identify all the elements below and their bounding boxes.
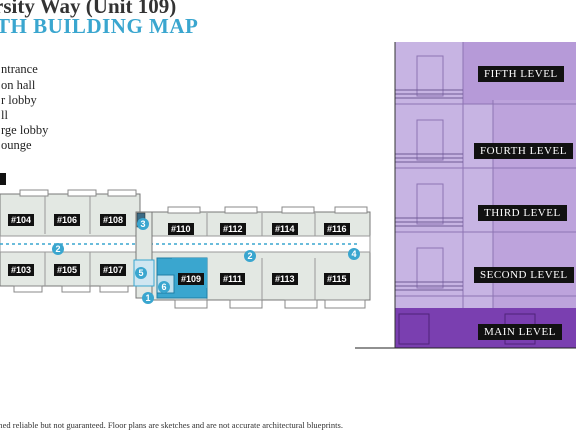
unit-label-highlighted: #109 [178, 273, 205, 285]
balconies-top [19, 189, 368, 214]
marker-lobby: 3 [137, 218, 149, 230]
level-label-third: THIRD LEVEL [478, 205, 567, 221]
legend-item: ll [1, 108, 8, 122]
unit-label: #114 [272, 223, 298, 235]
page-subtitle: TH BUILDING MAP [0, 14, 199, 38]
level-label-fourth: FOURTH LEVEL [474, 143, 573, 159]
legend-item: rge lobby [1, 123, 49, 137]
unit-label: #116 [324, 223, 350, 235]
level-label-fifth: FIFTH LEVEL [478, 66, 564, 82]
corridor [0, 235, 371, 253]
unit-label: #111 [220, 273, 246, 285]
disclaimer: med reliable but not guaranteed. Floor p… [0, 420, 343, 430]
unit-label: #107 [100, 264, 127, 276]
legend-item: ntrance [1, 62, 38, 76]
unit-label: #105 [54, 264, 81, 276]
marker-entrance: 1 [142, 292, 154, 304]
level-label-second: SECOND LEVEL [474, 267, 574, 283]
marker-hall: 2 [52, 243, 64, 255]
unit-label: #106 [54, 214, 81, 226]
marker-lounge: 6 [158, 281, 170, 293]
unit-label: #108 [100, 214, 127, 226]
plan-marker [0, 173, 6, 185]
unit-label: #113 [272, 273, 298, 285]
marker-hall: 2 [244, 250, 256, 262]
unit-label: #115 [324, 273, 350, 285]
unit-label: #104 [8, 214, 35, 226]
marker-large-lobby: 5 [135, 267, 147, 279]
level-label-main: MAIN LEVEL [478, 324, 562, 340]
legend-item: on hall [1, 78, 36, 92]
balconies-bottom [13, 285, 366, 309]
marker-stairwell: 4 [348, 248, 360, 260]
legend-item: r lobby [1, 93, 37, 107]
unit-label: #103 [8, 264, 35, 276]
page-title: rsity Way (Unit 109) [0, 0, 177, 18]
unit-label: #112 [220, 223, 246, 235]
unit-label: #110 [168, 223, 194, 235]
legend-item: ounge [1, 138, 32, 152]
